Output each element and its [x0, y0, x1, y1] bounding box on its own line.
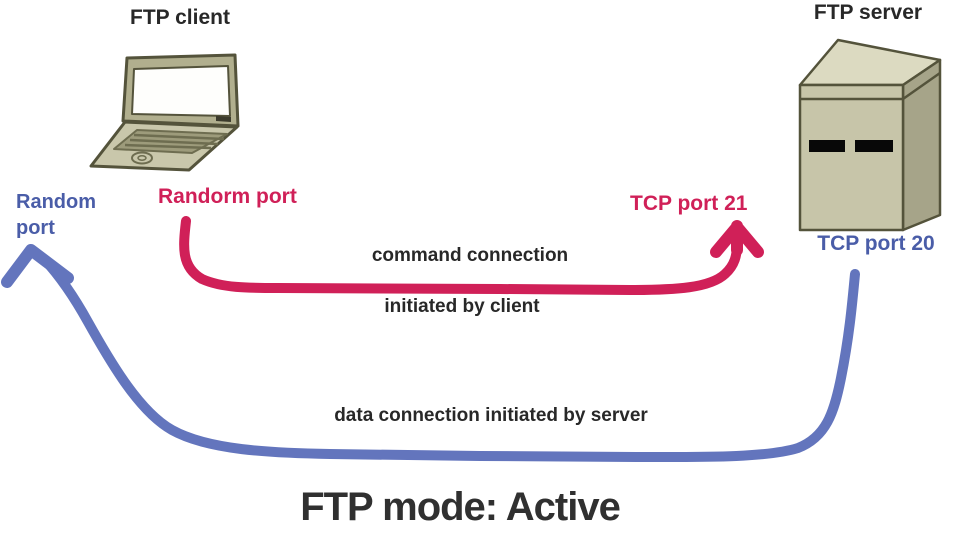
server-title: FTP server — [813, 1, 923, 24]
command-connection-caption-2: initiated by client — [384, 296, 540, 317]
data-connection-arrow-shaft — [39, 254, 860, 463]
server-tcp-port-20-label: TCP port 20 — [817, 232, 935, 255]
server-tower-icon — [798, 38, 942, 232]
diagram-title: FTP mode: Active — [300, 485, 621, 529]
laptop-icon — [89, 53, 240, 172]
client-random-port-label: Random port — [16, 191, 96, 239]
command-connection-arrowhead — [710, 220, 764, 258]
data-connection-arrowhead — [1, 244, 74, 288]
data-connection-caption: data connection initiated by server — [334, 405, 648, 426]
command-connection-caption: command connection — [371, 245, 569, 266]
client-title: FTP client — [130, 6, 230, 29]
client-randorm-port-label: Randorm port — [158, 185, 297, 208]
server-tcp-port-21-label: TCP port 21 — [630, 192, 748, 215]
